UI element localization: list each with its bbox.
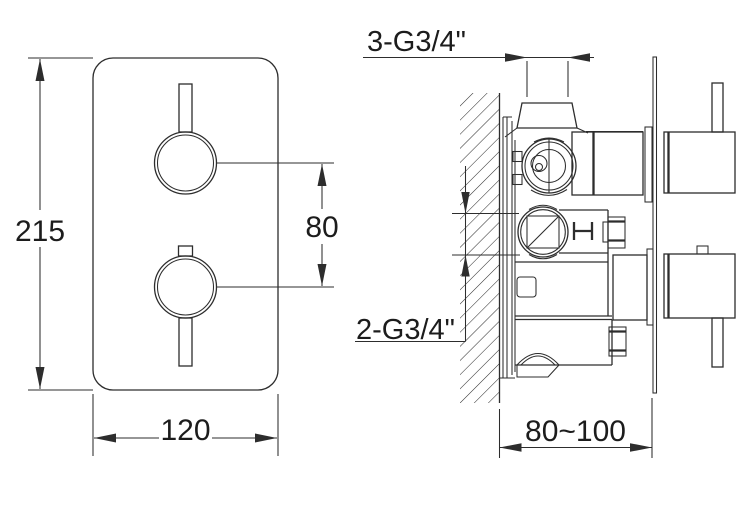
- thermostat-housing: [559, 209, 626, 254]
- faceplate-side-profile: [652, 56, 658, 394]
- arrowhead-right: [630, 443, 652, 452]
- top-handle-collar: [644, 126, 653, 203]
- side-view: 3-G3/4" 2-G3/4" 80~100: [355, 26, 736, 458]
- body-lug: [516, 276, 537, 298]
- wall-hatch: [460, 93, 500, 403]
- dimension-top-port-thread: 3-G3/4": [363, 26, 594, 97]
- bottom-handle-tab-side: [696, 245, 709, 255]
- top-handle-knob-outer: [153, 131, 218, 195]
- lower-body-block: [515, 253, 627, 378]
- bottom-handle-front: [153, 245, 218, 367]
- adjuster-symbol: [572, 222, 594, 240]
- mounting-plate-strip: [499, 116, 516, 379]
- arrowhead-right: [505, 53, 527, 62]
- bottom-handle-knob-inner: [156, 258, 215, 316]
- dimension-handle-spacing: 80: [216, 162, 343, 288]
- label-top-port-thread: 3-G3/4": [367, 26, 466, 58]
- top-handle-knob-side: [663, 131, 736, 194]
- bottom-handle-tab: [177, 245, 194, 257]
- dimension-front-width: 120: [92, 394, 279, 456]
- bottom-handle-lever-side: [711, 317, 724, 368]
- arrowhead-right: [255, 433, 277, 443]
- label-inlet-thread: 2-G3/4": [356, 314, 455, 346]
- top-handle-front: [153, 83, 218, 195]
- bottom-handle-collar: [646, 248, 654, 326]
- bottom-handle-knob-outer: [153, 255, 218, 319]
- bottom-handle-knob-side: [663, 253, 736, 319]
- valve-body-side: [504, 56, 736, 394]
- arrowhead-left: [94, 433, 116, 443]
- hex-fitting-upper: [607, 216, 626, 249]
- dimension-label-spacing: 80: [305, 211, 338, 244]
- faceplate-outline: [92, 57, 279, 391]
- arrowhead-up: [317, 164, 327, 186]
- top-handle-lever-side: [711, 82, 724, 133]
- dimension-label-width: 120: [160, 414, 210, 447]
- inlet-port-boss: [517, 204, 569, 260]
- top-handle-lever: [178, 83, 193, 133]
- hex-fitting-lower: [608, 326, 627, 357]
- dimension-inlet-thread: 2-G3/4": [355, 166, 520, 346]
- dimension-install-depth: 80~100: [498, 398, 653, 458]
- front-view: 215 80 120: [15, 57, 343, 456]
- wall-section: [460, 93, 516, 403]
- bottom-pipe-dome: [516, 352, 560, 366]
- arrowhead-left: [499, 443, 522, 452]
- upper-body-block: [571, 130, 644, 196]
- bottom-handle-side: [663, 245, 736, 368]
- bottom-cartridge-body: [612, 254, 648, 321]
- arrowhead-down: [317, 264, 327, 286]
- bottom-handle-lever: [178, 317, 193, 367]
- arrowhead-up: [35, 59, 45, 81]
- top-handle-knob-inner: [156, 134, 215, 192]
- top-handle-side: [663, 82, 736, 194]
- arrowhead-left: [568, 53, 590, 62]
- arrowhead-down: [461, 192, 470, 214]
- arrowhead-up: [461, 255, 470, 277]
- top-port-boss: [512, 137, 577, 196]
- label-install-depth: 80~100: [525, 415, 626, 448]
- arrowhead-down: [35, 367, 45, 389]
- dimension-label-height: 215: [15, 215, 65, 248]
- dimension-front-height: 215: [15, 57, 93, 391]
